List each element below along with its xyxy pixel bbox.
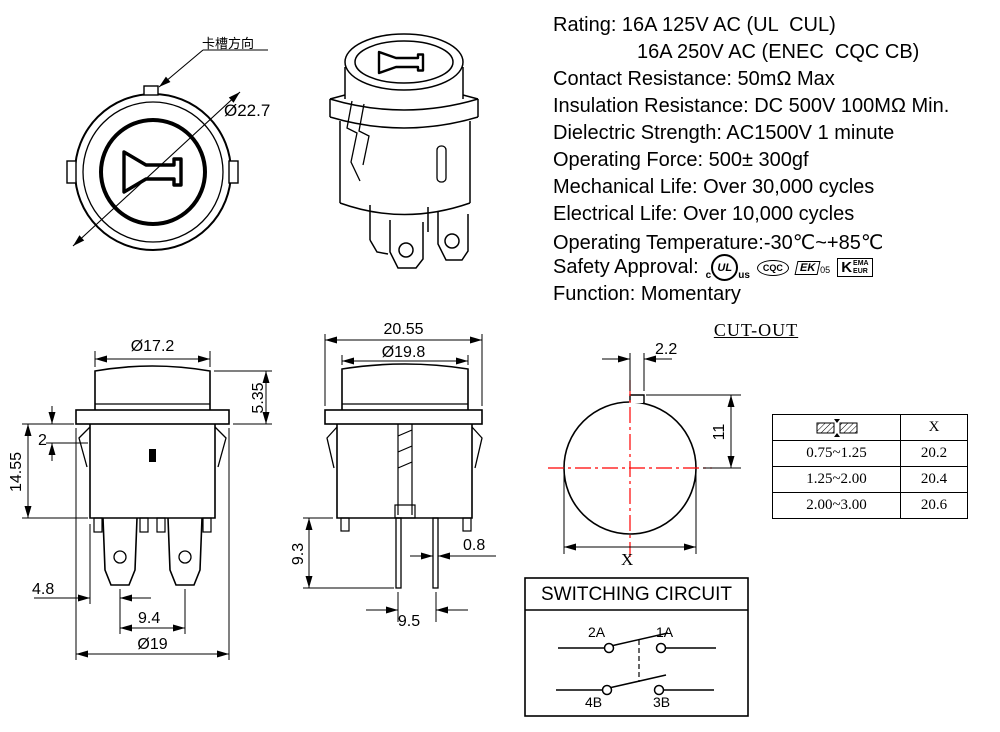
thickness-range: 1.25~2.00 (772, 466, 901, 493)
dim-x-label: X (621, 550, 634, 569)
switching-circuit-drawing (524, 577, 749, 717)
cutout-table-row: 0.75~1.25 20.2 (772, 440, 968, 467)
cutout-table-header-row: X (772, 414, 968, 441)
side-view-left-drawing (75, 365, 230, 586)
x-value: 20.2 (900, 440, 968, 467)
contact-1a (655, 642, 667, 654)
front-view-drawing (66, 49, 268, 251)
thickness-range: 0.75~1.25 (772, 440, 901, 467)
body (336, 424, 473, 519)
contact-3b (653, 684, 665, 696)
spec-safety-approval: Safety Approval: c UL us CQC EK 05 K EMA… (553, 254, 873, 281)
spec-function: Function: Momentary (553, 283, 741, 305)
cutout-title: CUT-OUT (713, 320, 799, 340)
left-wing (78, 426, 91, 468)
cap (341, 363, 469, 410)
cap (94, 365, 211, 410)
spec-dielectric-strength: Dielectric Strength: AC1500V 1 minute (553, 122, 895, 144)
slot-direction-label: 卡槽方向 (202, 36, 255, 51)
side-view-middle-dimensions (303, 334, 496, 622)
dim-pin-offset: 4.8 (32, 581, 55, 598)
pin-left (395, 517, 402, 589)
front-diameter-label: Ø22.7 (224, 101, 271, 120)
dim-cap-diameter-left: Ø17.2 (130, 338, 175, 355)
dim-pin-length: 9.3 (290, 542, 307, 566)
spec-insulation-resistance: Insulation Resistance: DC 500V 100MΩ Min… (553, 95, 950, 117)
horn-icon-top (377, 50, 425, 75)
right-wing (214, 426, 227, 468)
dim-cap-height: 5.35 (250, 382, 267, 414)
spec-rating-1: Rating: 16A 125V AC (UL CUL) (553, 14, 836, 36)
terminal-label-3b: 3B (653, 694, 671, 710)
pin-right (167, 517, 203, 586)
spec-contact-resistance: Contact Resistance: 50mΩ Max (553, 68, 835, 90)
spec-mechanical-life: Mechanical Life: Over 30,000 cycles (553, 176, 875, 198)
side-view-middle-drawing (324, 363, 483, 589)
panel-thickness-icon (816, 418, 857, 437)
terminal-label-1a: 1A (656, 624, 674, 640)
flange (324, 409, 483, 425)
safety-approval-label: Safety Approval: (553, 256, 699, 278)
center-latch (397, 424, 413, 515)
side-view-left-dimensions (22, 351, 272, 660)
blade-top (612, 632, 669, 647)
x-value: 20.4 (900, 466, 968, 493)
latch-window (149, 449, 156, 462)
cutout-notch (629, 394, 645, 404)
perspective-view-drawing (329, 33, 479, 269)
side-clip (346, 100, 370, 182)
front-top-notch (143, 85, 159, 96)
slot-leader-line (158, 49, 268, 88)
panel-thickness-symbol-cell (772, 414, 901, 441)
dim-overall-width: 20.55 (383, 321, 424, 338)
dim-notch-width: 2.2 (655, 341, 678, 358)
dim-notch-offset: 11 (711, 423, 728, 441)
switching-circuit-title: SWITCHING CIRCUIT (540, 584, 733, 605)
spec-rating-2: 16A 250V AC (ENEC CQC CB) (637, 41, 920, 63)
circuit-box (524, 577, 749, 717)
cutout-dimensions (563, 353, 741, 554)
front-left-tab (66, 160, 77, 184)
dim-pin-pitch-left: 9.4 (138, 610, 161, 627)
terminal-label-4b: 4B (585, 694, 603, 710)
cutout-table-row: 2.00~3.00 20.6 (772, 492, 968, 519)
cutout-table-row: 1.25~2.00 20.4 (772, 466, 968, 493)
dim-pin-pitch-middle: 9.5 (397, 613, 421, 630)
terminal-label-2a: 2A (588, 624, 606, 640)
pin-left (102, 517, 138, 586)
body (89, 424, 216, 519)
front-diameter-dim-line (72, 91, 241, 247)
ul-mark-icon: c UL us (706, 254, 750, 281)
pin-right (432, 517, 439, 589)
cutout-table: X 0.75~1.25 20.2 1.25~2.00 20.4 2.00~3.0… (772, 414, 968, 519)
spec-operating-temperature: Operating Temperature:-30℃~+85℃ (553, 232, 884, 254)
dim-flange-diameter: Ø19 (137, 636, 168, 653)
enec-mark-icon: EK 05 (794, 260, 830, 275)
dim-cap-diameter-middle: Ø19.8 (381, 344, 426, 361)
dim-pin-thickness: 0.8 (463, 537, 486, 554)
thickness-range: 2.00~3.00 (772, 492, 901, 519)
contact-2a (603, 642, 615, 654)
cutout-drawing (548, 353, 741, 557)
terminals (369, 205, 469, 269)
dim-body-height: 14.55 (8, 451, 25, 493)
x-value: 20.6 (900, 492, 968, 519)
spec-operating-force: Operating Force: 500± 300gf (553, 149, 809, 171)
dim-step: 2 (38, 432, 47, 449)
cqc-mark-icon: CQC (756, 259, 789, 276)
body-slot (436, 145, 447, 183)
x-header-cell: X (900, 414, 968, 441)
front-right-tab (228, 160, 239, 184)
contact-4b (601, 684, 613, 696)
kema-keur-mark-icon: K EMA EUR (837, 257, 873, 278)
flange (75, 409, 230, 425)
spec-electrical-life: Electrical Life: Over 10,000 cycles (553, 203, 855, 225)
